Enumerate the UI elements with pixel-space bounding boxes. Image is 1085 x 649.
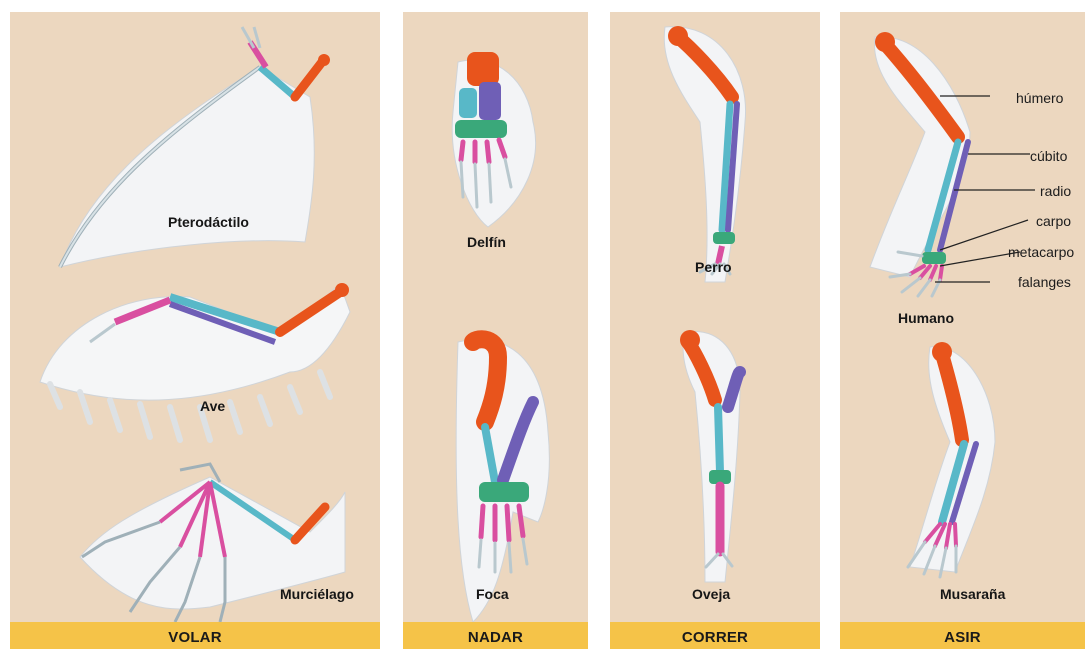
panel-nadar: Delfín Foca NADAR [403,12,588,649]
animal-label-delfin: Delfín [467,234,506,250]
dog-leg [664,26,745,282]
bone-label-radio: radio [1040,183,1071,199]
bird-wing [40,283,350,440]
pterodactyl-wing [60,27,330,267]
category-label-correr: CORRER [610,622,820,649]
human-arm [870,32,970,296]
sheep-leg [680,330,740,582]
category-label-asir: ASIR [840,622,1085,649]
panel-volar: Pterodáctilo Ave Murciélago VOLAR [10,12,380,649]
animal-label-foca: Foca [476,586,509,602]
panel-correr: Perro Oveja CORRER [610,12,820,649]
seal-flipper [456,339,549,622]
category-label-nadar: NADAR [403,622,588,649]
animal-label-musarana: Musaraña [940,586,1005,602]
nadar-illustrations [403,12,588,649]
panel-asir: húmero cúbito radio carpo metacarpo fala… [840,12,1085,649]
animal-label-humano: Humano [898,310,954,326]
animal-label-oveja: Oveja [692,586,730,602]
bone-label-metacarpo: metacarpo [1008,244,1074,260]
bone-label-cubito: cúbito [1030,148,1067,164]
bone-label-humero: húmero [1016,90,1063,106]
animal-label-perro: Perro [695,259,732,275]
correr-illustrations [610,12,820,649]
bone-label-falanges: falanges [1018,274,1071,290]
dolphin-flipper [452,52,535,227]
animal-label-ave: Ave [200,398,225,414]
category-label-volar: VOLAR [10,622,380,649]
asir-illustrations [840,12,1085,649]
bone-label-carpo: carpo [1036,213,1071,229]
animal-label-pterodactilo: Pterodáctilo [168,214,249,230]
animal-label-murcielago: Murciélago [280,586,354,602]
shrew-arm [908,342,995,577]
volar-illustrations [10,12,380,649]
